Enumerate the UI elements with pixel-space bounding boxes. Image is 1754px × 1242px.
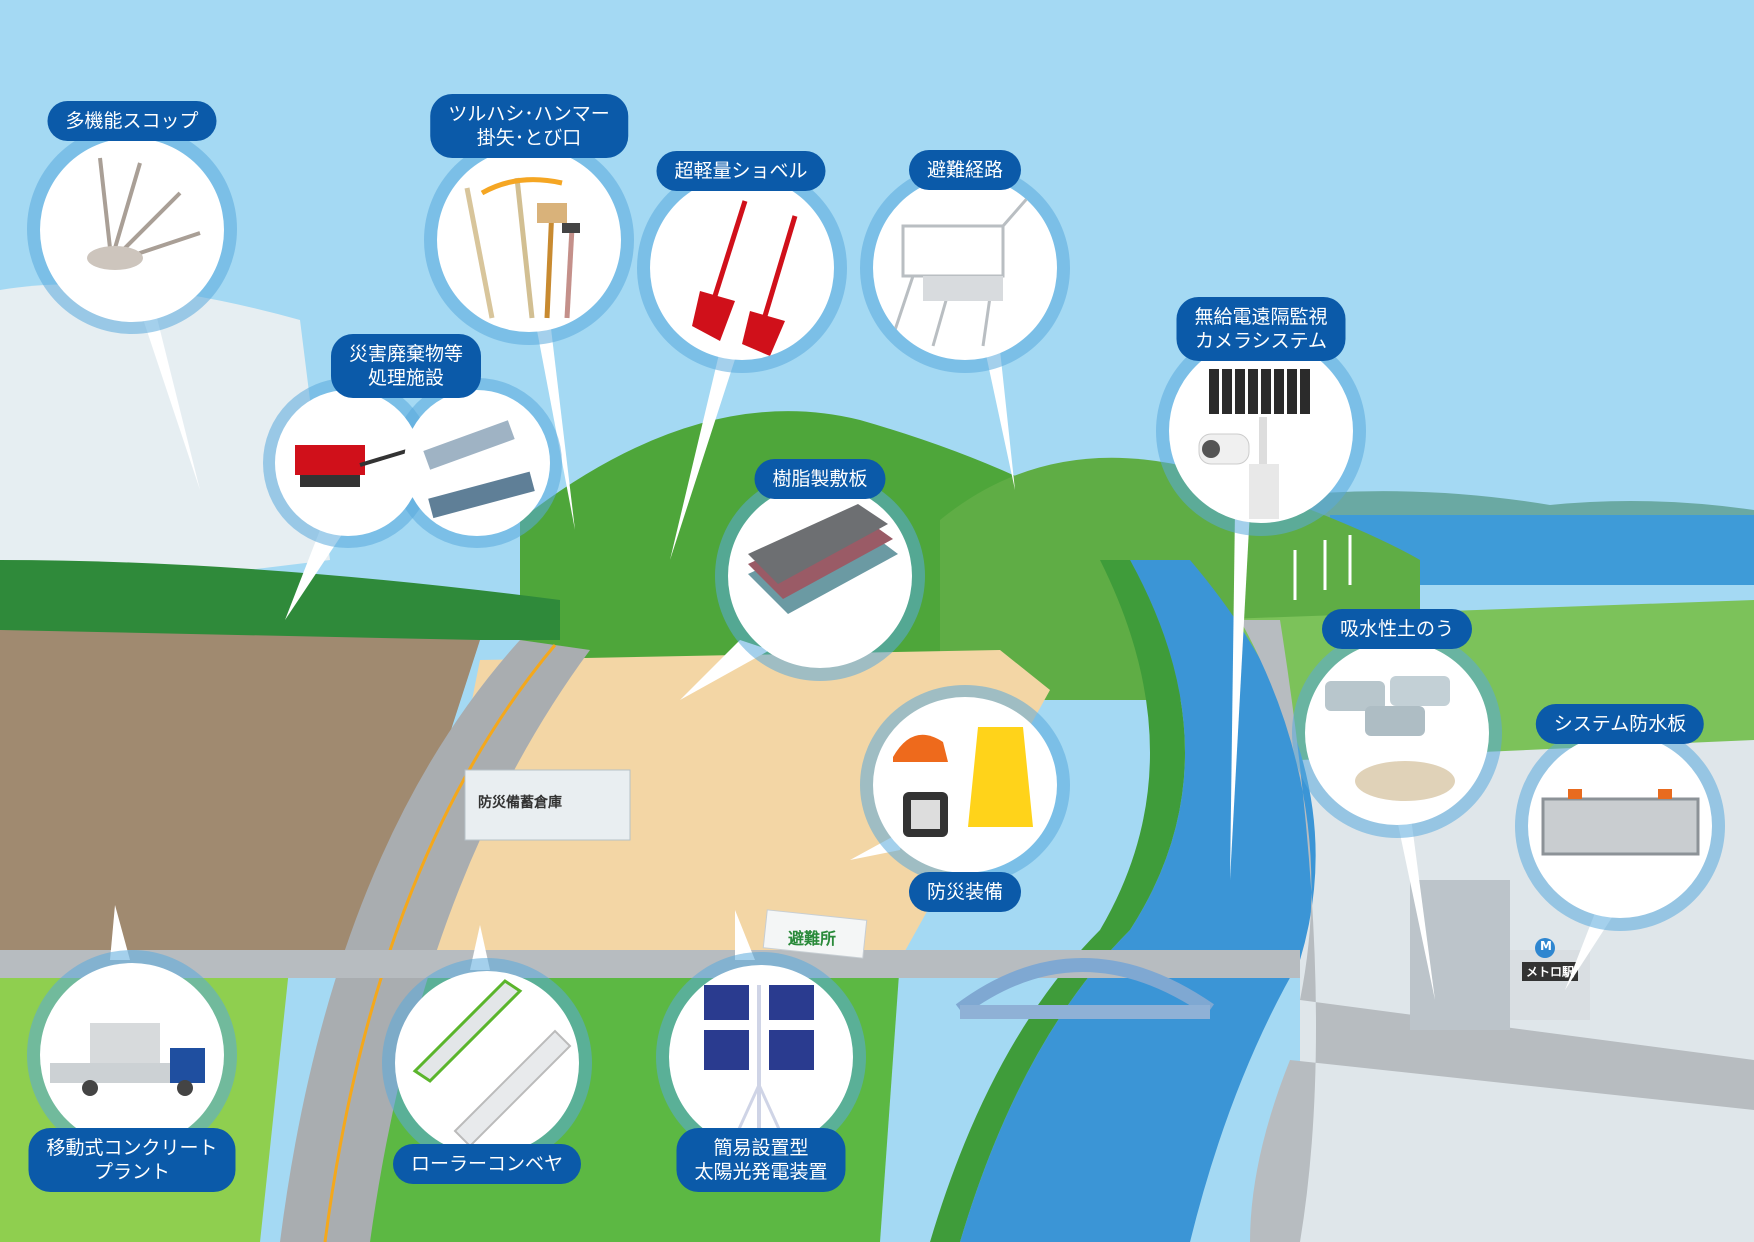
bridge [955, 958, 1214, 1016]
light-shovel-image [650, 176, 834, 360]
metro-logo: M [1540, 939, 1552, 953]
solar-panel-icon [704, 985, 814, 1141]
label-disaster-equipment: 防災装備 [908, 872, 1022, 912]
label-mobile-concrete-plant: 移動式コンクリートプラント [28, 1128, 236, 1192]
mat-icon [748, 504, 898, 614]
metro-logo-circle [1535, 938, 1555, 958]
evac-stairs-image [873, 176, 1057, 360]
water-barrier-icon [1541, 789, 1700, 856]
sandbag-icon [1325, 676, 1455, 801]
shovel-icon [87, 157, 201, 270]
label-solar-generator: 簡易設置型太陽光発電装置 [676, 1128, 846, 1192]
wind-turbines [1293, 535, 1352, 600]
bridge-deck [960, 1005, 1210, 1019]
crusher-image [275, 390, 421, 536]
metro-building [1510, 950, 1590, 1020]
shelter-building [762, 909, 868, 959]
warehouse-sign: 防災備蓄倉庫 [478, 795, 562, 811]
helmet-lifejacket-icon [893, 727, 1033, 837]
red-shovel-icon [692, 200, 798, 356]
concrete-plant-image [40, 963, 224, 1147]
office-tower [1410, 880, 1510, 1030]
label-pickaxe-hammer: ツルハシ･ハンマー掛矢･とび口 [430, 94, 628, 158]
sandbag-image [1305, 641, 1489, 825]
highway [280, 640, 590, 1242]
roller-icon [412, 979, 572, 1148]
stairs-platform-icon [891, 185, 1040, 347]
label-roller-conveyor: ローラーコンベヤ [392, 1144, 582, 1184]
label-resin-mat: 樹脂製敷板 [754, 459, 886, 499]
highway-center-line [323, 644, 557, 1242]
label-waste-facility: 災害廃棄物等処理施設 [330, 334, 482, 398]
crusher-machine-icon [295, 445, 411, 487]
metro-station-sign: メトロ駅 [1522, 962, 1579, 981]
camera-system-image [1169, 339, 1353, 523]
label-sandbag: 吸水性土のう [1321, 609, 1473, 649]
conveyor-machine-icon [423, 420, 535, 519]
label-light-shovel: 超軽量ショベル [656, 151, 826, 191]
concrete-truck-icon [50, 1023, 205, 1096]
label-flood-board: システム防水板 [1535, 704, 1705, 744]
warehouse-building [464, 769, 631, 841]
shelter-sign: 避難所 [788, 929, 837, 948]
sorting-conveyor-image [404, 390, 550, 536]
river [960, 560, 1316, 1242]
solar-camera-icon [1198, 369, 1310, 519]
pickaxe-image [437, 148, 621, 332]
label-remote-camera: 無給電遠隔監視カメラシステム [1176, 297, 1346, 361]
pickaxe-icon [464, 177, 580, 319]
river-bank [930, 560, 1185, 1242]
forest-band [0, 560, 560, 640]
flood-board-image [1528, 734, 1712, 918]
equipment-image [873, 697, 1057, 873]
solar-generator-image [669, 965, 853, 1149]
resin-mat-image [728, 484, 912, 668]
roller-conveyor-image [395, 971, 579, 1155]
scoop-image [40, 138, 224, 322]
quarry-ground [0, 630, 480, 950]
label-multi-scoop: 多機能スコップ [47, 101, 217, 141]
label-evacuation-route: 避難経路 [908, 150, 1022, 190]
city-road [1240, 620, 1754, 1242]
